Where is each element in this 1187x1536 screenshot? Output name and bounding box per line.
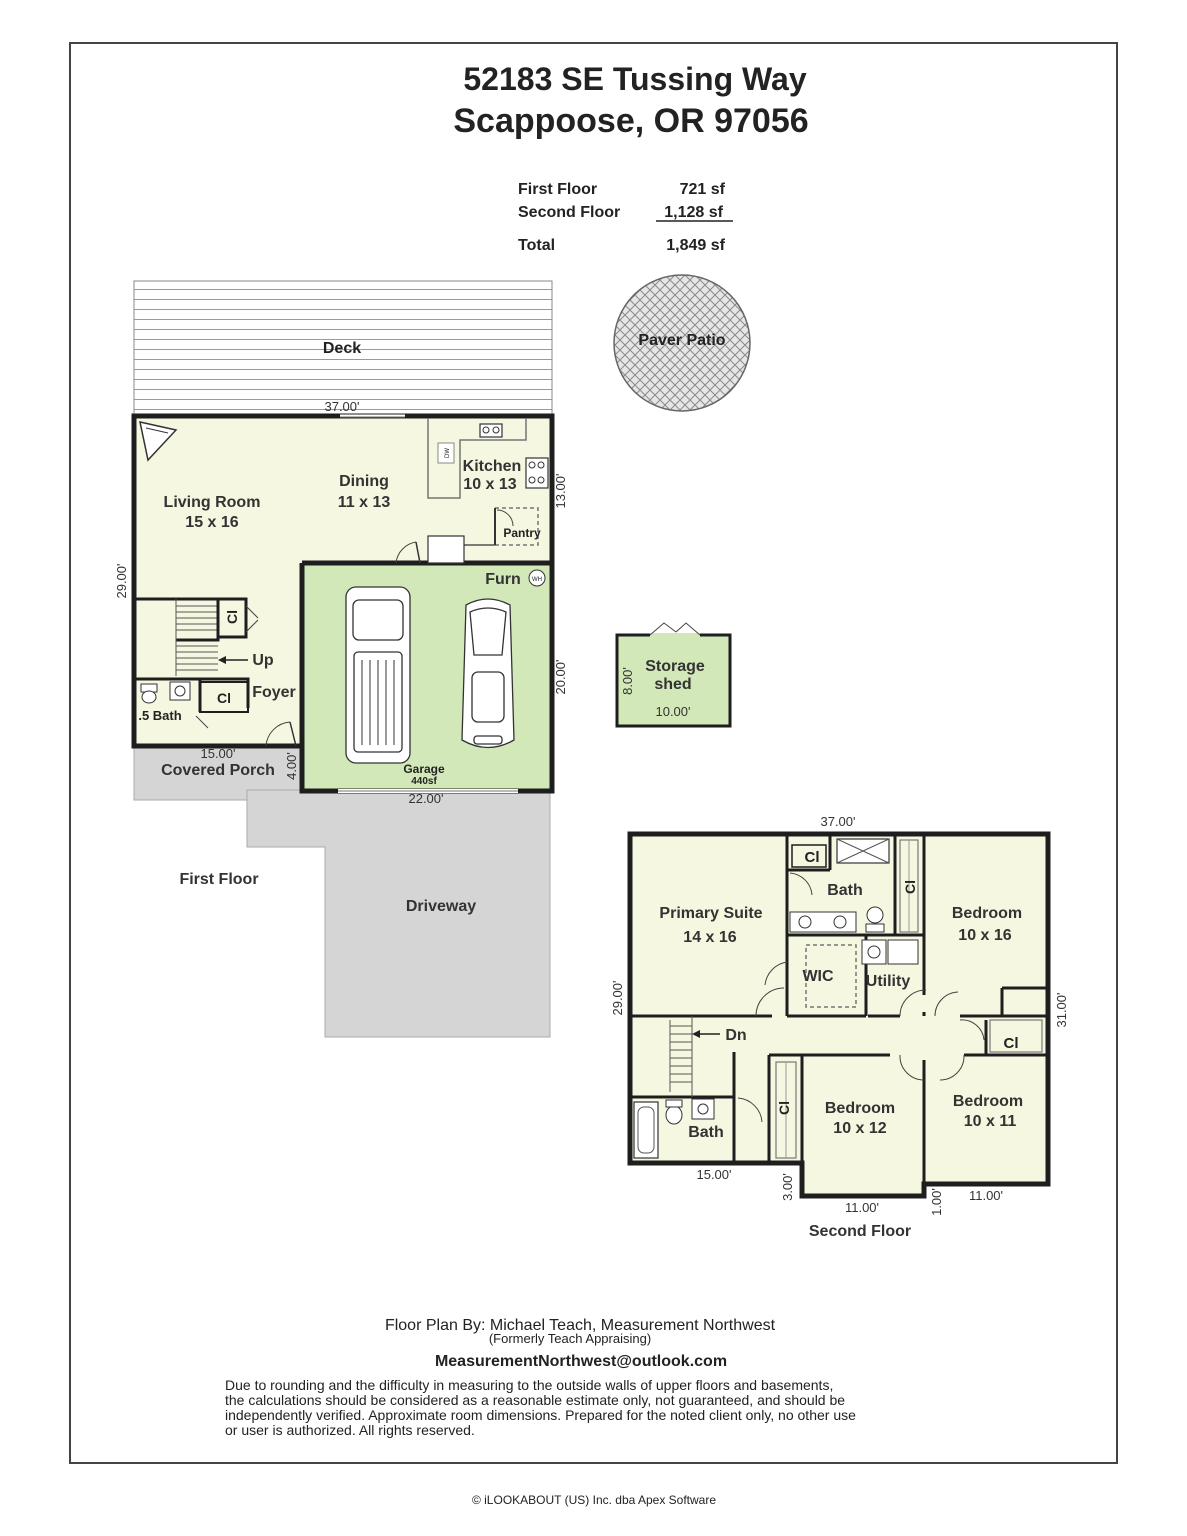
formerly-line: (Formerly Teach Appraising) xyxy=(489,1331,651,1346)
primary-suite-size: 14 x 16 xyxy=(683,929,736,946)
garage xyxy=(302,563,552,791)
dim-kitchen-right: 13.00' xyxy=(553,473,568,508)
bedroom-ne-name: Bedroom xyxy=(952,905,1022,922)
water-heater-label: WH xyxy=(532,577,542,583)
car-icon xyxy=(461,598,515,749)
dim-second-bottom-left: 15.00' xyxy=(696,1167,731,1182)
storage-shed-line-2: shed xyxy=(654,676,691,693)
deck-label: Deck xyxy=(323,340,361,357)
washer-icon xyxy=(861,939,887,965)
foyer-label: Foyer xyxy=(252,684,296,701)
disclaimer-line-1: Due to rounding and the difficulty in me… xyxy=(225,1377,833,1393)
dim-porch-width: 15.00' xyxy=(200,746,235,761)
dim-porch-depth: 4.00' xyxy=(284,752,299,780)
range-icon xyxy=(525,457,549,489)
credit-line: Floor Plan By: Michael Teach, Measuremen… xyxy=(385,1317,776,1334)
area-row-second-value: 1,128 sf xyxy=(664,204,723,221)
email-line: MeasurementNorthwest@outlook.com xyxy=(435,1353,727,1370)
bedroom-s-size: 10 x 12 xyxy=(833,1120,886,1137)
paver-patio xyxy=(613,274,751,412)
garage-label: Garage xyxy=(403,762,445,776)
bedroom-se-name: Bedroom xyxy=(953,1093,1023,1110)
disclaimer-line-3: independently verified. Approximate room… xyxy=(225,1407,856,1423)
area-total-value: 1,849 sf xyxy=(666,237,725,254)
bed2-closet-label: Cl xyxy=(776,1101,792,1115)
half-bath-label: .5 Bath xyxy=(138,708,181,723)
water-heater-icon xyxy=(528,569,546,587)
utility-label: Utility xyxy=(866,973,911,990)
dn-label: Dn xyxy=(725,1027,746,1044)
primary-closet-label: Cl xyxy=(805,849,820,866)
kitchen-size: 10 x 13 xyxy=(463,476,516,493)
area-row-first-label: First Floor xyxy=(518,181,597,198)
dim-garage-width: 22.00' xyxy=(408,791,443,806)
pantry-label: Pantry xyxy=(503,526,541,540)
address-line-2: Scappoose, OR 97056 xyxy=(453,102,808,140)
dim-second-right: 31.00' xyxy=(1054,992,1069,1027)
hall-bath-label: Bath xyxy=(688,1124,724,1141)
primary-suite-name: Primary Suite xyxy=(659,905,762,922)
area-table: First Floor 721 sf Second Floor 1,128 sf… xyxy=(518,181,733,254)
bedroom-se-size: 10 x 11 xyxy=(964,1113,1017,1130)
stair-closet-label: Cl xyxy=(224,610,240,624)
driveway-label: Driveway xyxy=(406,898,476,915)
garage-area: 440sf xyxy=(411,776,437,787)
dim-second-left: 29.00' xyxy=(610,980,625,1015)
dining-size: 11 x 13 xyxy=(338,494,391,511)
kitchen-name: Kitchen xyxy=(463,458,522,475)
first-floor-label: First Floor xyxy=(179,871,258,888)
suv-icon xyxy=(345,586,411,764)
dishwasher-icon xyxy=(437,442,455,464)
dim-second-jog-right: 1.00' xyxy=(929,1188,944,1216)
dim-shed-height: 8.00' xyxy=(620,667,635,695)
foyer-closet-label: Cl xyxy=(217,690,231,706)
second-floor-label: Second Floor xyxy=(809,1223,911,1240)
storage-shed-line-1: Storage xyxy=(645,658,705,675)
hall-lav-icon xyxy=(691,1098,715,1120)
area-total-label: Total xyxy=(518,237,555,254)
up-label: Up xyxy=(252,652,274,669)
dim-second-bottom-right: 11.00' xyxy=(969,1188,1003,1203)
bedroom-s-name: Bedroom xyxy=(825,1100,895,1117)
dryer-icon xyxy=(887,939,919,965)
copyright-line: © iLOOKABOUT (US) Inc. dba Apex Software xyxy=(472,1493,716,1507)
address-line-1: 52183 SE Tussing Way xyxy=(463,61,806,97)
dining-name: Dining xyxy=(339,473,389,490)
dim-second-top: 37.00' xyxy=(820,814,855,829)
dim-second-bottom-mid: 11.00' xyxy=(845,1200,879,1215)
toilet-icon-primary xyxy=(865,923,885,933)
disclaimer-line-2: the calculations should be considered as… xyxy=(225,1392,845,1408)
bedroom-ne-closet-label: Cl xyxy=(1004,1035,1019,1052)
disclaimer-line-4: or user is authorized. All rights reserv… xyxy=(225,1422,475,1438)
area-row-second-label: Second Floor xyxy=(518,204,620,221)
second-floor-plan: Primary Suite 14 x 16 Cl Bath Cl WIC Uti… xyxy=(610,814,1069,1240)
first-floor-plan: Deck Paver Patio DW xyxy=(114,274,751,1038)
primary-bath-label: Bath xyxy=(827,882,863,899)
deck xyxy=(133,280,553,415)
paver-patio-label: Paver Patio xyxy=(638,332,725,349)
lavatory-icon xyxy=(169,681,191,701)
dim-first-left: 29.00' xyxy=(114,563,129,598)
furnace-label: Furn xyxy=(485,571,521,588)
storage-shed xyxy=(615,633,732,728)
bedroom-ne-size: 10 x 16 xyxy=(958,927,1011,944)
dim-first-top: 37.00' xyxy=(324,399,359,414)
area-row-first-value: 721 sf xyxy=(680,181,726,198)
living-room-name: Living Room xyxy=(164,494,261,511)
dishwasher-label: DW xyxy=(445,448,451,458)
stairs-second-floor xyxy=(669,1016,693,1097)
living-room-size: 15 x 16 xyxy=(185,514,238,531)
dim-garage-right: 20.00' xyxy=(553,659,568,694)
vanity-icon xyxy=(789,911,857,933)
covered-porch-label: Covered Porch xyxy=(161,762,275,779)
fireplace xyxy=(139,421,178,462)
dim-shed-width: 10.00' xyxy=(655,704,690,719)
dim-second-jog-left: 3.00' xyxy=(780,1173,795,1201)
wic-label: WIC xyxy=(802,968,834,985)
hall-closet-label: Cl xyxy=(902,880,918,894)
